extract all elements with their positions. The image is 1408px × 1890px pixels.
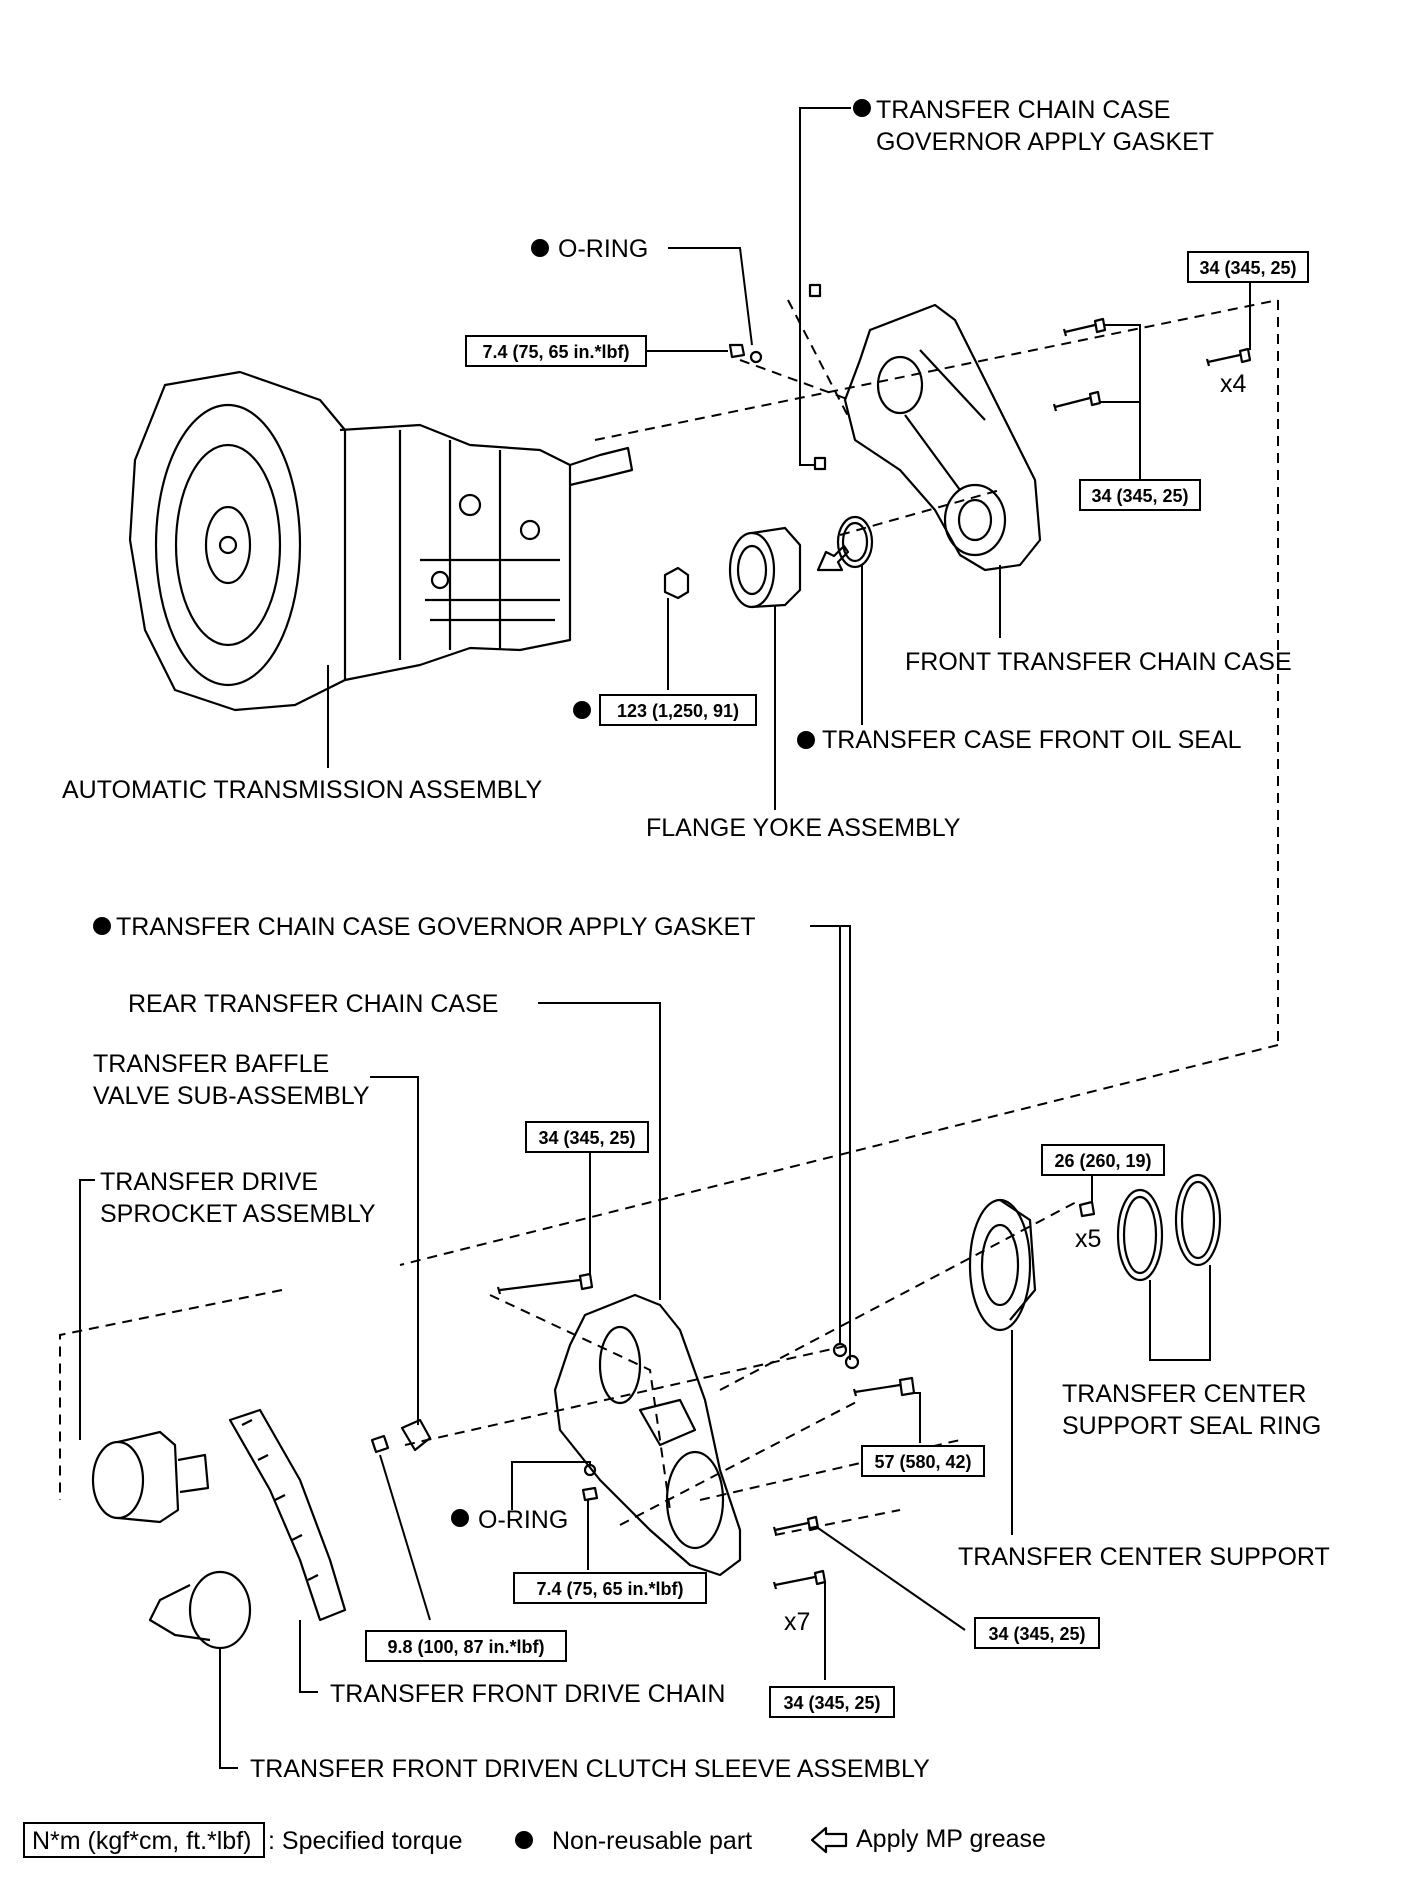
flange-yoke-and-seal-drawing bbox=[663, 515, 874, 810]
front-oil-seal bbox=[836, 515, 874, 569]
flange-yoke-front bbox=[728, 531, 776, 609]
label-o-ring-top: O-RING bbox=[558, 235, 648, 263]
non-reusable-dot-gasket-bottom bbox=[93, 917, 111, 935]
label-gasket-bottom: TRANSFER CHAIN CASE GOVERNOR APPLY GASKE… bbox=[116, 913, 756, 941]
torque-lower-bolt-b: 34 (345, 25) bbox=[783, 1693, 880, 1713]
rear-transfer-chain-case-drawing bbox=[370, 925, 966, 1680]
governor-gasket-top-piece bbox=[808, 283, 822, 298]
center-support-drawing bbox=[968, 1160, 1222, 1535]
torque-o-ring-bolt-top: 7.4 (75, 65 in.*lbf) bbox=[482, 342, 629, 362]
o-ring-bottom-part bbox=[583, 1463, 597, 1477]
label-drive-sprocket-line1: TRANSFER DRIVE bbox=[100, 1168, 318, 1196]
quantity-x4: x4 bbox=[1220, 370, 1247, 398]
legend-grease-arrow-icon bbox=[810, 1826, 848, 1854]
label-flange-yoke-assembly: FLANGE YOKE ASSEMBLY bbox=[646, 814, 961, 842]
label-seal-ring-line1: TRANSFER CENTER bbox=[1062, 1380, 1306, 1408]
label-baffle-valve-line1: TRANSFER BAFFLE bbox=[93, 1050, 329, 1078]
label-automatic-transmission-assembly: AUTOMATIC TRANSMISSION ASSEMBLY bbox=[62, 776, 543, 804]
front-drive-chain bbox=[228, 1408, 347, 1622]
label-gasket-top-line1: TRANSFER CHAIN CASE bbox=[876, 96, 1170, 124]
gasket-bottom-b bbox=[844, 1354, 860, 1370]
o-ring-top-part bbox=[749, 350, 763, 364]
legend-apply-grease: Apply MP grease bbox=[856, 1825, 1046, 1853]
torque-baffle-bolt: 9.8 (100, 87 in.*lbf) bbox=[387, 1637, 544, 1657]
label-drive-sprocket-line2: SPROCKET ASSEMBLY bbox=[100, 1200, 376, 1228]
label-o-ring-bottom: O-RING bbox=[478, 1506, 568, 1534]
label-front-drive-chain: TRANSFER FRONT DRIVE CHAIN bbox=[330, 1680, 725, 1708]
torque-specs: 34 (345, 25) 7.4 (75, 65 in.*lbf) 34 (34… bbox=[365, 251, 1309, 1718]
torque-lower-bolt-a: 34 (345, 25) bbox=[988, 1624, 1085, 1644]
torque-front-case-bolts: 34 (345, 25) bbox=[1091, 486, 1188, 506]
torque-center-support-bolt: 26 (260, 19) bbox=[1054, 1151, 1151, 1171]
legend-dot-icon bbox=[515, 1831, 533, 1849]
torque-rear-case-top: 34 (345, 25) bbox=[538, 1128, 635, 1148]
gasket-bottom-a bbox=[832, 1342, 848, 1358]
lower-left-parts-drawing bbox=[79, 1179, 347, 1769]
legend-torque-box bbox=[23, 1822, 265, 1858]
label-seal-ring-line2: SUPPORT SEAL RING bbox=[1062, 1412, 1321, 1440]
torque-top-right: 34 (345, 25) bbox=[1199, 258, 1296, 278]
label-transfer-case-front-oil-seal: TRANSFER CASE FRONT OIL SEAL bbox=[822, 726, 1242, 754]
o-ring-bolt-top bbox=[728, 343, 746, 359]
quantity-x7: x7 bbox=[784, 1608, 810, 1636]
label-rear-transfer-chain-case: REAR TRANSFER CHAIN CASE bbox=[128, 990, 498, 1018]
torque-flange-nut: 123 (1,250, 91) bbox=[617, 701, 739, 721]
top-small-parts bbox=[646, 107, 1252, 480]
label-baffle-valve-line2: VALVE SUB-ASSEMBLY bbox=[93, 1082, 370, 1110]
non-reusable-dot-flange-nut bbox=[573, 701, 591, 719]
non-reusable-markers bbox=[93, 99, 871, 1527]
legend-torque-box-text: N*m (kgf*cm, ft.*lbf) bbox=[32, 1827, 251, 1855]
part-labels: TRANSFER CHAIN CASE GOVERNOR APPLY GASKE… bbox=[62, 96, 1330, 1783]
automatic-transmission-drawing bbox=[128, 370, 634, 768]
o-ring-bolt-bottom bbox=[581, 1486, 599, 1502]
baffle-valve-part bbox=[400, 1418, 432, 1452]
non-reusable-dot-o-ring-top bbox=[531, 239, 549, 257]
label-front-transfer-chain-case: FRONT TRANSFER CHAIN CASE bbox=[905, 648, 1292, 676]
non-reusable-dot-o-ring-bottom bbox=[451, 1509, 469, 1527]
center-support-bolt bbox=[1078, 1200, 1096, 1218]
front-transfer-chain-case-drawing bbox=[843, 303, 1042, 638]
legend-non-reusable: Non-reusable part bbox=[552, 1827, 752, 1855]
legend-torque-text: : Specified torque bbox=[268, 1827, 463, 1855]
clutch-sleeve bbox=[188, 1570, 252, 1650]
torque-rear-right-bolt: 57 (580, 42) bbox=[874, 1452, 971, 1472]
non-reusable-dot-oil-seal bbox=[797, 731, 815, 749]
torque-o-ring-bolt-bottom: 7.4 (75, 65 in.*lbf) bbox=[536, 1579, 683, 1599]
label-transfer-center-support: TRANSFER CENTER SUPPORT bbox=[958, 1543, 1330, 1571]
seal-ring-a bbox=[1116, 1188, 1164, 1282]
baffle-bolt bbox=[370, 1434, 390, 1454]
quantity-marks: x4 x5 x7 bbox=[784, 370, 1247, 1636]
grease-arrow-icon bbox=[816, 544, 850, 572]
seal-ring-b bbox=[1174, 1173, 1222, 1267]
label-front-driven-clutch-sleeve: TRANSFER FRONT DRIVEN CLUTCH SLEEVE ASSE… bbox=[250, 1755, 930, 1783]
quantity-x5: x5 bbox=[1075, 1225, 1101, 1253]
label-gasket-top-line2: GOVERNOR APPLY GASKET bbox=[876, 128, 1214, 156]
non-reusable-dot-gasket-top bbox=[853, 99, 871, 117]
flange-nut bbox=[663, 566, 690, 600]
legend: N*m (kgf*cm, ft.*lbf) : Specified torque… bbox=[23, 1822, 1046, 1858]
drive-sprocket bbox=[91, 1440, 145, 1520]
governor-gasket-bottom-piece bbox=[813, 456, 827, 471]
